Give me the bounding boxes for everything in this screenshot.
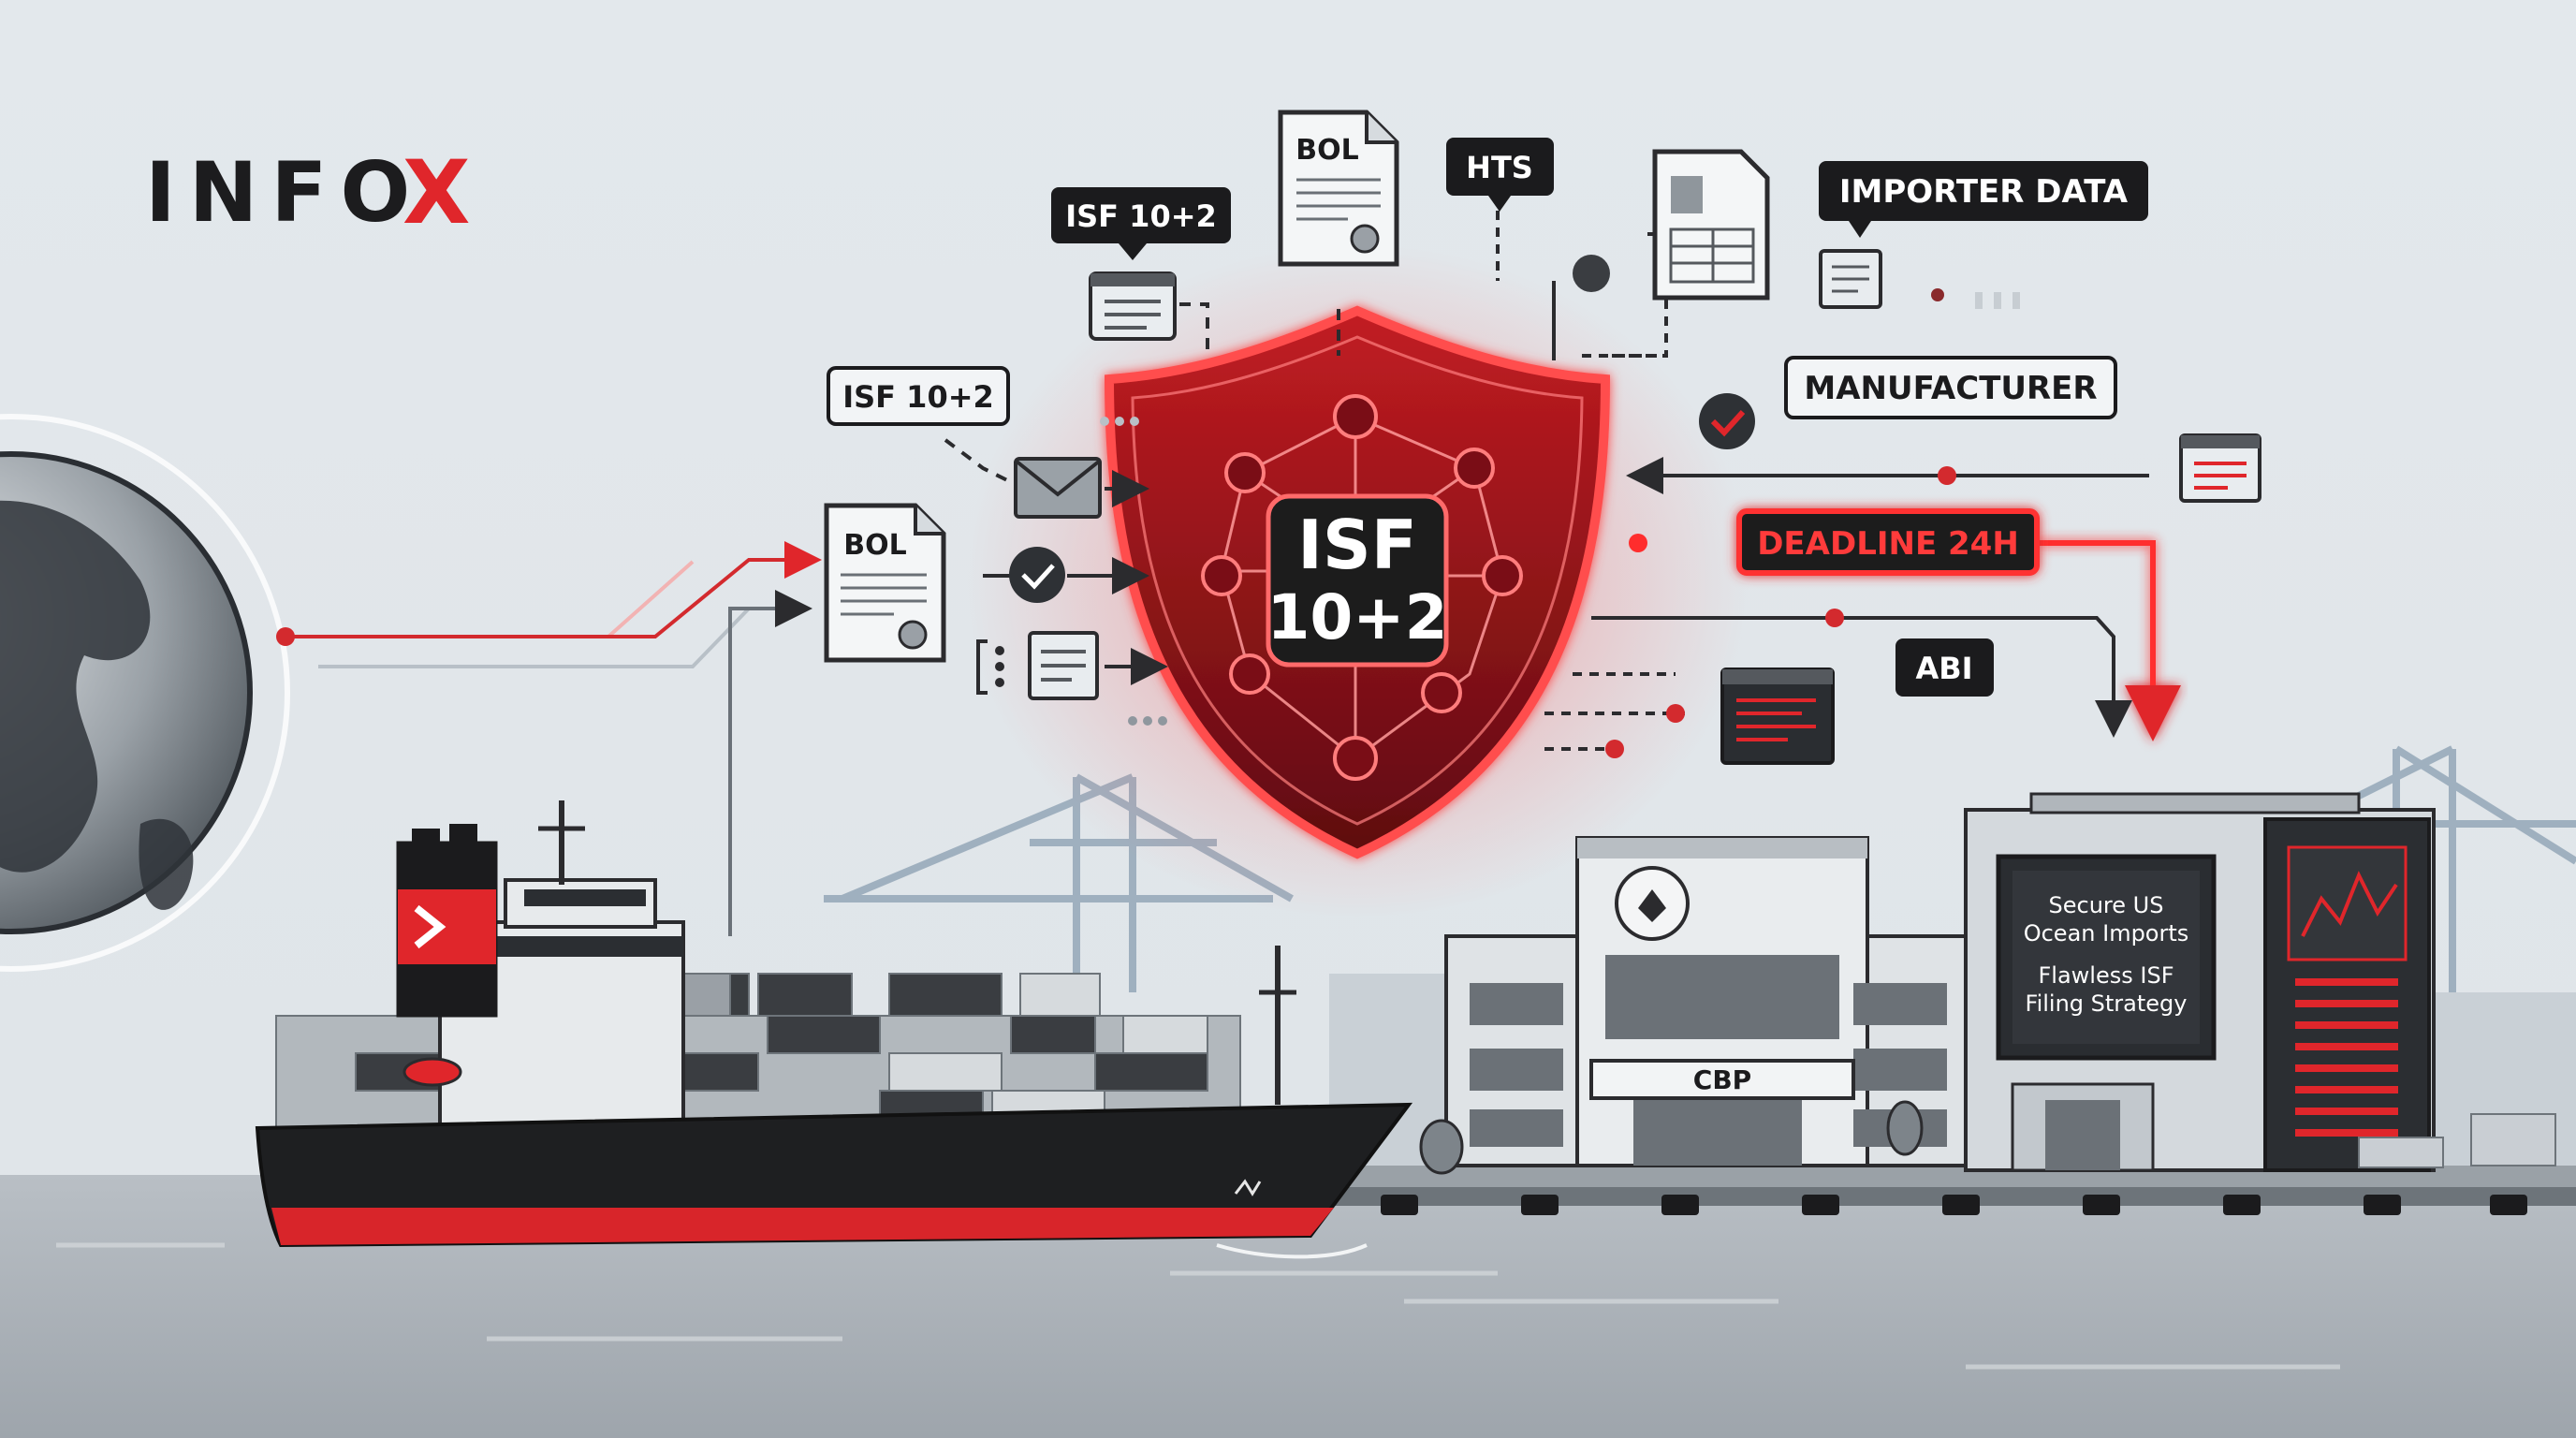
terminal-screen: Secure US Ocean Imports Flawless ISF Fil… — [2024, 892, 2189, 1017]
label-hts: HTS — [1446, 138, 1554, 212]
terminal-screen-line1: Secure US — [2049, 892, 2164, 918]
connector-lines — [944, 211, 2244, 751]
cbp-sign-text: CBP — [1693, 1064, 1751, 1095]
logo-text: INFO — [145, 144, 423, 241]
label-isf-left: ISF 10+2 — [827, 366, 1010, 426]
trees — [1419, 1100, 1924, 1175]
terminal-screen-line3: Flawless ISF — [2039, 962, 2174, 989]
check-circle-icon-left — [1009, 547, 1065, 603]
list-document-icon — [976, 631, 1099, 700]
label-hts-text: HTS — [1466, 150, 1533, 185]
terminal-screen-line2: Ocean Imports — [2024, 920, 2189, 946]
bol-document-icon: BOL — [1278, 110, 1399, 267]
logo-mark: X — [402, 142, 470, 244]
container-stack-dock — [2358, 1113, 2556, 1168]
code-screen-icon — [1720, 668, 1835, 765]
globe-flow-lines — [276, 541, 822, 936]
connector-dots — [1100, 288, 2020, 758]
isf-shield: ISF 10+2 — [1104, 305, 1611, 859]
label-deadline-text: DEADLINE 24H — [1757, 525, 2019, 563]
envelope-icon — [1014, 457, 1102, 519]
check-circle-icon — [1699, 393, 1755, 449]
small-screen-icon — [1819, 249, 1882, 309]
importer-profile-document-icon — [1652, 149, 1770, 301]
label-isf-top-text: ISF 10+2 — [1065, 198, 1217, 234]
bol-mid-text: BOL — [843, 529, 907, 562]
alert-screen-icon — [2179, 433, 2261, 503]
bol-top-text: BOL — [1295, 134, 1359, 167]
label-manufacturer-text: MANUFACTURER — [1804, 370, 2097, 407]
brand-logo: INFO X — [145, 142, 470, 244]
container-ship — [255, 800, 1413, 1259]
label-isf-left-text: ISF 10+2 — [842, 379, 994, 415]
globe-icon — [0, 414, 290, 972]
label-importer-data: IMPORTER DATA — [1819, 161, 2148, 238]
label-abi: ABI — [1895, 638, 1994, 697]
label-deadline: DEADLINE 24H — [1736, 508, 2040, 576]
water-ripples — [56, 1242, 2340, 1370]
label-isf-top: ISF 10+2 — [1051, 187, 1231, 260]
label-manufacturer: MANUFACTURER — [1784, 356, 2117, 419]
shield-title-line2: 10+2 — [1266, 581, 1447, 653]
document-screen-icon — [1089, 271, 1177, 341]
label-importer-data-text: IMPORTER DATA — [1839, 173, 2129, 211]
shield-title-line1: ISF — [1297, 506, 1417, 584]
cbp-building: CBP — [1444, 836, 1972, 1167]
label-abi-text: ABI — [1915, 651, 1972, 686]
bol-mid-document-icon: BOL — [824, 503, 946, 663]
status-node-icon — [1573, 255, 1610, 292]
terminal-building: Secure US Ocean Imports Flawless ISF Fil… — [1964, 792, 2436, 1172]
terminal-screen-line4: Filing Strategy — [2026, 990, 2188, 1017]
